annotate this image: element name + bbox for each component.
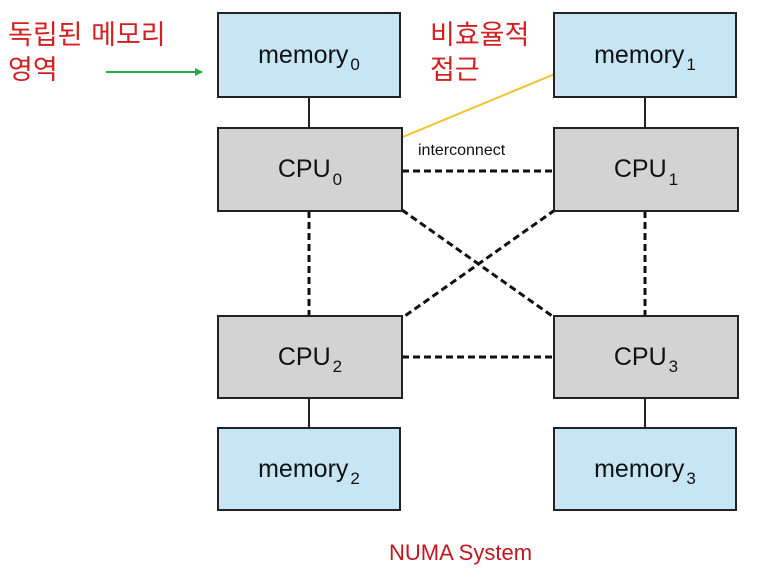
cpu-0-label: CPU <box>277 155 331 183</box>
local-memory-annotation-line1: 독립된 메모리 <box>8 20 166 51</box>
memory-1-subscript: 1 <box>686 55 696 74</box>
memory-3-label: memory <box>594 454 685 483</box>
memory-0-subscript: 0 <box>350 55 360 74</box>
memory-3-subscript: 3 <box>686 469 696 488</box>
interconnect-cpu1-cpu2 <box>401 208 556 320</box>
cpu-1-subscript: 1 <box>668 169 679 189</box>
memory-1-label: memory <box>594 40 685 69</box>
memory-0-label: memory <box>258 40 349 69</box>
cpu-1-label: CPU <box>613 155 667 183</box>
memory-2-label: memory <box>258 454 349 483</box>
local-memory-annotation: 독립된 메모리 영역 <box>8 18 166 88</box>
cpu-3-label: CPU <box>613 342 667 371</box>
remote-access-annotation: 비효율적 접근 <box>430 18 529 88</box>
cpu-2-subscript: 2 <box>332 357 343 376</box>
remote-access-annotation-line1: 비효율적 <box>430 20 530 51</box>
cpu-2-label: CPU <box>277 342 331 371</box>
remote-access-annotation-line2: 접근 <box>430 55 480 86</box>
local-memory-annotation-line2: 영역 <box>8 55 58 86</box>
memory-2-subscript: 2 <box>350 469 360 488</box>
cpu-0-subscript: 0 <box>332 169 343 189</box>
cpu-3-subscript: 3 <box>668 357 679 376</box>
diagram-caption: NUMA System <box>389 540 533 565</box>
interconnect-label: interconnect <box>418 142 506 159</box>
remote-access-arrow <box>380 64 575 147</box>
